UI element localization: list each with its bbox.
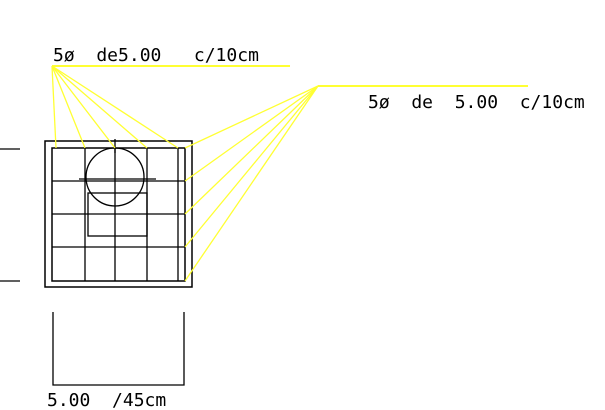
leader-line	[184, 85, 319, 282]
top-left-rebar-label: 5ø de5.00 c/10cm	[53, 45, 259, 66]
dimension-bracket-line	[52, 312, 185, 386]
leaders-top-right	[184, 85, 319, 282]
pedestal-box	[87, 192, 148, 237]
pedestal	[79, 139, 156, 237]
leader-line	[51, 65, 148, 149]
leader-line	[51, 65, 57, 149]
footing-outer-edge	[44, 140, 193, 288]
leader-line	[51, 65, 179, 149]
leader-line	[184, 85, 319, 215]
bottom-dimension-bracket	[52, 312, 185, 386]
label-underlines	[52, 65, 528, 87]
top-right-rebar-label: 5ø de 5.00 c/10cm	[368, 92, 585, 113]
leader-line	[51, 65, 116, 149]
leader-line	[184, 85, 319, 248]
leaders-top-left	[51, 65, 179, 149]
leader-line	[184, 85, 319, 182]
bottom-dimension-label: 5.00 /45cm	[47, 390, 166, 410]
leader-line	[51, 65, 86, 149]
side-dimension-ticks	[0, 148, 20, 282]
leader-line	[184, 85, 319, 149]
rebar-grid	[52, 148, 185, 281]
